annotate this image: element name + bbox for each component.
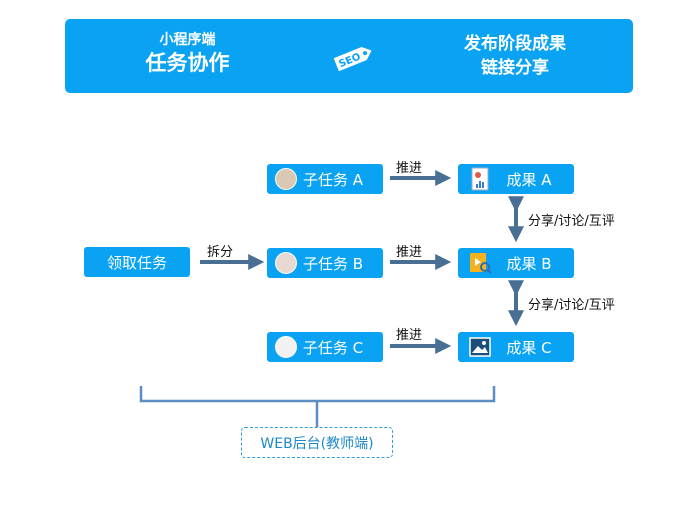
image-icon bbox=[469, 337, 491, 357]
result-b-box: 成果 B bbox=[458, 248, 574, 278]
push-label-a: 推进 bbox=[396, 161, 423, 176]
split-label: 拆分 bbox=[207, 245, 234, 260]
result-a-box: 成果 A bbox=[458, 164, 574, 194]
push-label-b: 推进 bbox=[396, 245, 423, 260]
result-c-box: 成果 C bbox=[458, 332, 574, 362]
receive-task-box: 领取任务 bbox=[84, 247, 190, 277]
miniprogram-label: 小程序端 bbox=[159, 32, 216, 48]
result-a-label: 成果 A bbox=[506, 170, 552, 189]
avatar bbox=[275, 252, 297, 274]
subtask-c-label: 子任务 C bbox=[302, 338, 364, 357]
report-document-icon bbox=[471, 167, 489, 191]
subtask-a-label: 子任务 A bbox=[302, 170, 364, 189]
result-c-label: 成果 C bbox=[506, 338, 552, 357]
miniprogram-title-group: 小程序端 任务协作 bbox=[65, 31, 310, 76]
link-share-label: 链接分享 bbox=[481, 58, 549, 78]
receive-task-label: 领取任务 bbox=[106, 253, 167, 272]
push-label-c: 推进 bbox=[396, 328, 423, 343]
publish-title-group: 发布阶段成果 链接分享 bbox=[415, 32, 615, 80]
subtask-b-box: 子任务 B bbox=[267, 248, 383, 278]
backend-bracket bbox=[139, 386, 496, 427]
web-backend-label: WEB后台(教师端) bbox=[260, 435, 374, 452]
web-backend-box: WEB后台(教师端) bbox=[241, 427, 393, 458]
share-label-bc: 分享/讨论/互评 bbox=[528, 298, 615, 313]
avatar bbox=[275, 336, 297, 358]
task-collab-label: 任务协作 bbox=[145, 51, 230, 75]
result-b-label: 成果 B bbox=[506, 254, 552, 273]
subtask-a-box: 子任务 A bbox=[267, 164, 383, 194]
subtask-c-box: 子任务 C bbox=[267, 332, 383, 362]
publish-results-label: 发布阶段成果 bbox=[464, 34, 566, 54]
subtask-b-label: 子任务 B bbox=[302, 254, 364, 273]
share-label-ab: 分享/讨论/互评 bbox=[528, 214, 615, 229]
avatar bbox=[275, 168, 297, 190]
seo-tag-icon: SEO bbox=[333, 47, 372, 71]
media-search-icon bbox=[470, 253, 492, 274]
header-banner: 小程序端 任务协作 SEO 发布阶段成果 链接分享 bbox=[65, 19, 633, 93]
